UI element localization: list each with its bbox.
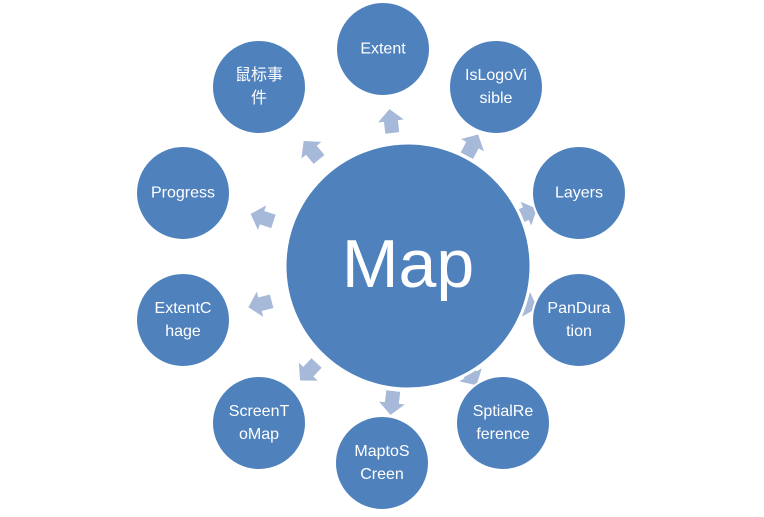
node-circle (211, 375, 307, 471)
node-label: Layers (555, 185, 603, 202)
arrow-shape (460, 134, 484, 159)
arrow-progress (250, 205, 276, 231)
node-circle (531, 145, 627, 241)
node-circle (531, 272, 627, 368)
node-label: 件 (251, 89, 267, 107)
node-label: MaptoS (354, 443, 409, 460)
node-circle (455, 375, 551, 471)
node-islogovisible: IsLogoVi sible (448, 39, 544, 135)
node-circle (335, 1, 431, 97)
arrow-shape (378, 390, 405, 415)
node-label: Extent (360, 41, 406, 58)
node-extentchage: ExtentC hage (135, 272, 231, 368)
node-circle (135, 272, 231, 368)
node-label: PanDura (547, 300, 610, 317)
node-circle (334, 415, 430, 511)
node-circle (211, 39, 307, 135)
arrow-extentchage (248, 291, 274, 317)
arrow-extent (377, 109, 404, 134)
arrow-shape (377, 109, 404, 134)
arrow-screentomap (298, 358, 322, 381)
node-label: hage (165, 323, 201, 340)
node-label: tion (566, 323, 592, 340)
arrow-shape (301, 141, 325, 164)
node-label: 鼠标事 (235, 66, 283, 84)
arrow-islogovisible (460, 134, 484, 159)
node-circle (135, 145, 231, 241)
node-maptoscreen: MaptoS Creen (334, 415, 430, 511)
node-label: ference (476, 426, 529, 443)
node-screentomap: ScreenT oMap (211, 375, 307, 471)
center-circle (283, 141, 533, 391)
node-label: SptialRe (473, 403, 534, 420)
arrow-shape (248, 291, 274, 317)
node-extent: Extent (335, 1, 431, 97)
node-label: Creen (360, 466, 404, 483)
arrow-maptoscreen (378, 390, 405, 415)
node-panduration: PanDura tion (531, 272, 627, 368)
node-sptialreference: SptialRe ference (455, 375, 551, 471)
arrow-shape (298, 358, 322, 381)
node-layers: Layers (531, 145, 627, 241)
arrow-shape (250, 205, 276, 231)
node-progress: Progress (135, 145, 231, 241)
node-label: ScreenT (229, 403, 290, 420)
node-circle (448, 39, 544, 135)
arrow-mouseevents (301, 141, 325, 164)
node-label: IsLogoVi (465, 67, 527, 84)
node-label: oMap (239, 426, 279, 443)
center-node: Map (283, 141, 533, 391)
node-label: ExtentC (155, 300, 212, 317)
node-label: Progress (151, 185, 215, 202)
node-label: sible (480, 90, 513, 107)
center-label: Map (342, 226, 474, 302)
